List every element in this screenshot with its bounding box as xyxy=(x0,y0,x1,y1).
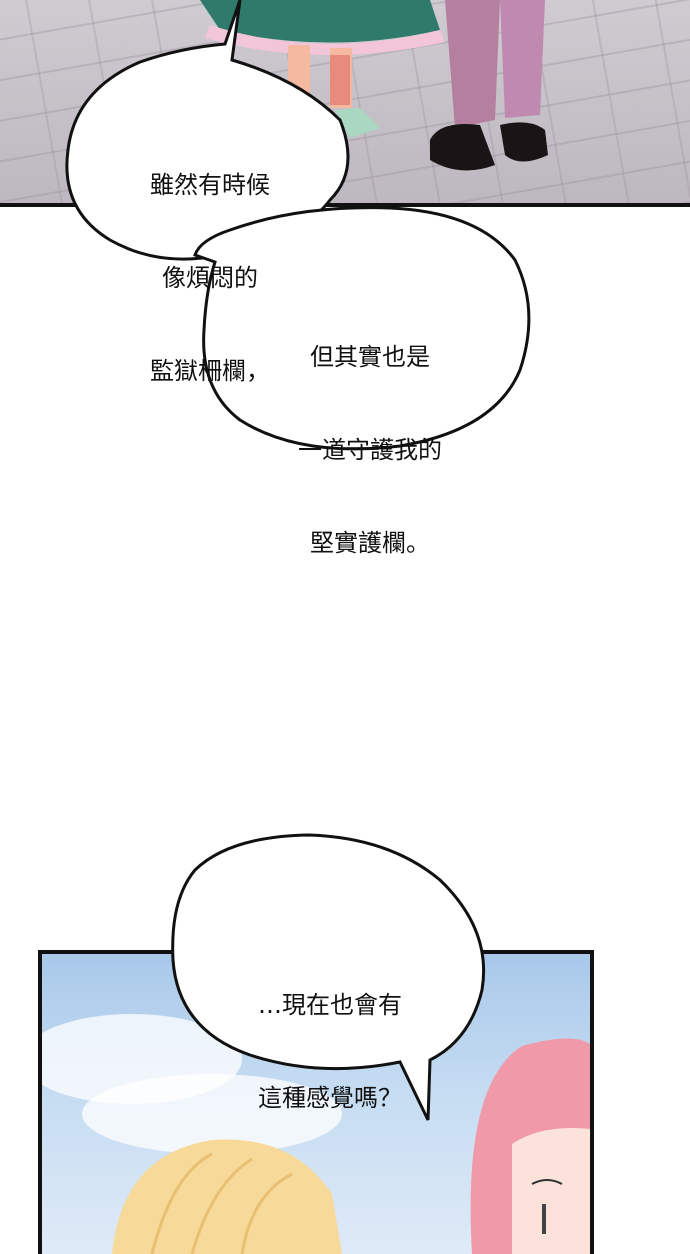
trouser-right xyxy=(500,0,545,118)
green-skirt xyxy=(200,0,440,43)
pink-character-face xyxy=(512,1128,590,1254)
bubble-3-line-1: …現在也會有 xyxy=(258,991,402,1019)
bubble-1-line-3: 監獄柵欄， xyxy=(150,357,270,385)
bubble-2-line-1: 但其實也是 xyxy=(310,343,430,371)
speech-bubble-2 xyxy=(193,206,531,451)
bubble-1-text: 雖然有時候 像煩悶的 監獄柵欄， xyxy=(130,108,290,418)
bubble-1-line-2: 像煩悶的 xyxy=(162,264,258,292)
shoe-left xyxy=(430,124,495,171)
speech-bubble-1 xyxy=(65,0,350,261)
speech-bubble-3 xyxy=(171,833,486,1121)
closed-eye xyxy=(531,1179,563,1185)
characters-illustration xyxy=(112,1038,590,1254)
trouser-left xyxy=(445,0,500,128)
feet-illustration xyxy=(200,0,548,171)
bubble-2-text: 但其實也是 一道守護我的 堅實護欄。 xyxy=(275,280,465,590)
green-shoe xyxy=(335,108,380,138)
shoe-right xyxy=(500,122,548,162)
blonde-hair xyxy=(112,1139,342,1254)
bubble-1-line-1: 雖然有時候 xyxy=(150,171,270,199)
skirt-frill xyxy=(205,25,445,56)
bubble-3-line-2: 這種感覺嗎？ xyxy=(258,1084,402,1112)
bubble-2-line-3: 堅實護欄。 xyxy=(310,529,430,557)
bubble-2-line-2: 一道守護我的 xyxy=(298,436,442,464)
bubble-3-text: …現在也會有 這種感覺嗎？ xyxy=(235,928,425,1145)
